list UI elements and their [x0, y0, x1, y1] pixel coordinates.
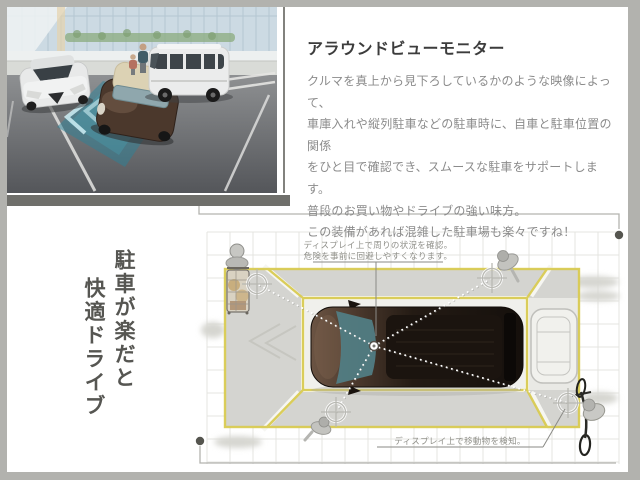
plants-strip [65, 33, 235, 42]
motion-smudges [201, 276, 620, 448]
view-boundary-yellow [223, 267, 581, 429]
corner-bracket-top [198, 204, 620, 229]
vertical-headline-left: 快適ドライブ [82, 277, 105, 418]
detection-markers [242, 263, 583, 427]
corner-dot-top-right [614, 230, 624, 240]
chevron-marking [247, 323, 297, 361]
pedestrian-cart-figure [225, 243, 250, 315]
annotation-bottom: ディスプレイ上で移動物を検知。 [377, 408, 566, 448]
vertical-headline-right: 駐車が楽だと [112, 249, 135, 390]
ghost-car-outline [530, 308, 578, 384]
detection-lines [256, 277, 570, 414]
annotation-top: ディスプレイ上で周りの状況を確認。 危険を事前に回避しやすくなります。 [303, 240, 452, 336]
around-view-diagram: ディスプレイ上で周りの状況を確認。 危険を事前に回避しやすくなります。 ディスプ… [195, 196, 635, 477]
corner-bracket-bottom [199, 446, 616, 464]
description-line: この装備があれば混雑した駐車場も楽々ですね！ [307, 225, 576, 240]
page-title: アラウンドビューモニター [307, 41, 506, 58]
car-center-marker [368, 340, 380, 352]
photo-edge-line [283, 7, 285, 193]
pedestrian-figures [129, 43, 148, 75]
annotation-top-line2: 危険を事前に回避しやすくなります。 [304, 251, 453, 261]
description-line: をひと目で確認でき、スムースな駐車をサポートします。 [307, 160, 599, 196]
description-line: 普段のお買い物やドライブの強い味方。 [307, 203, 527, 218]
annotation-top-line1: ディスプレイ上で周りの状況を確認。 [303, 240, 452, 250]
cyclist-figure [571, 378, 606, 457]
pedestrian-figure-bottom [303, 416, 332, 442]
parking-photo [7, 7, 277, 193]
feature-description: クルマを真上から見下ろしているかのような映像によって、 車庫入れや縦列駐車などの… [307, 71, 621, 244]
white-hatchback [19, 55, 94, 114]
brown-kei-car [90, 61, 179, 146]
car-top-view [310, 300, 524, 396]
description-line: 車庫入れや縦列駐車などの駐車時に、自車と駐車位置の関係 [307, 117, 612, 153]
pedestrian-figure-top [497, 250, 520, 283]
photo-shadow-bar [7, 195, 290, 206]
annotation-bottom-line1: ディスプレイ上で移動物を検知。 [394, 436, 525, 446]
light-flare [7, 7, 67, 51]
corner-dot-bottom-left [195, 436, 205, 446]
white-minivan [145, 44, 233, 103]
side-mirror-icon [348, 386, 361, 395]
parking-photo-art [7, 7, 277, 193]
feature-panel: アラウンドビューモニター クルマを真上から見下ろしているかのような映像によって、… [307, 40, 621, 244]
description-line: クルマを真上から見下ろしているかのような映像によって、 [307, 74, 611, 110]
